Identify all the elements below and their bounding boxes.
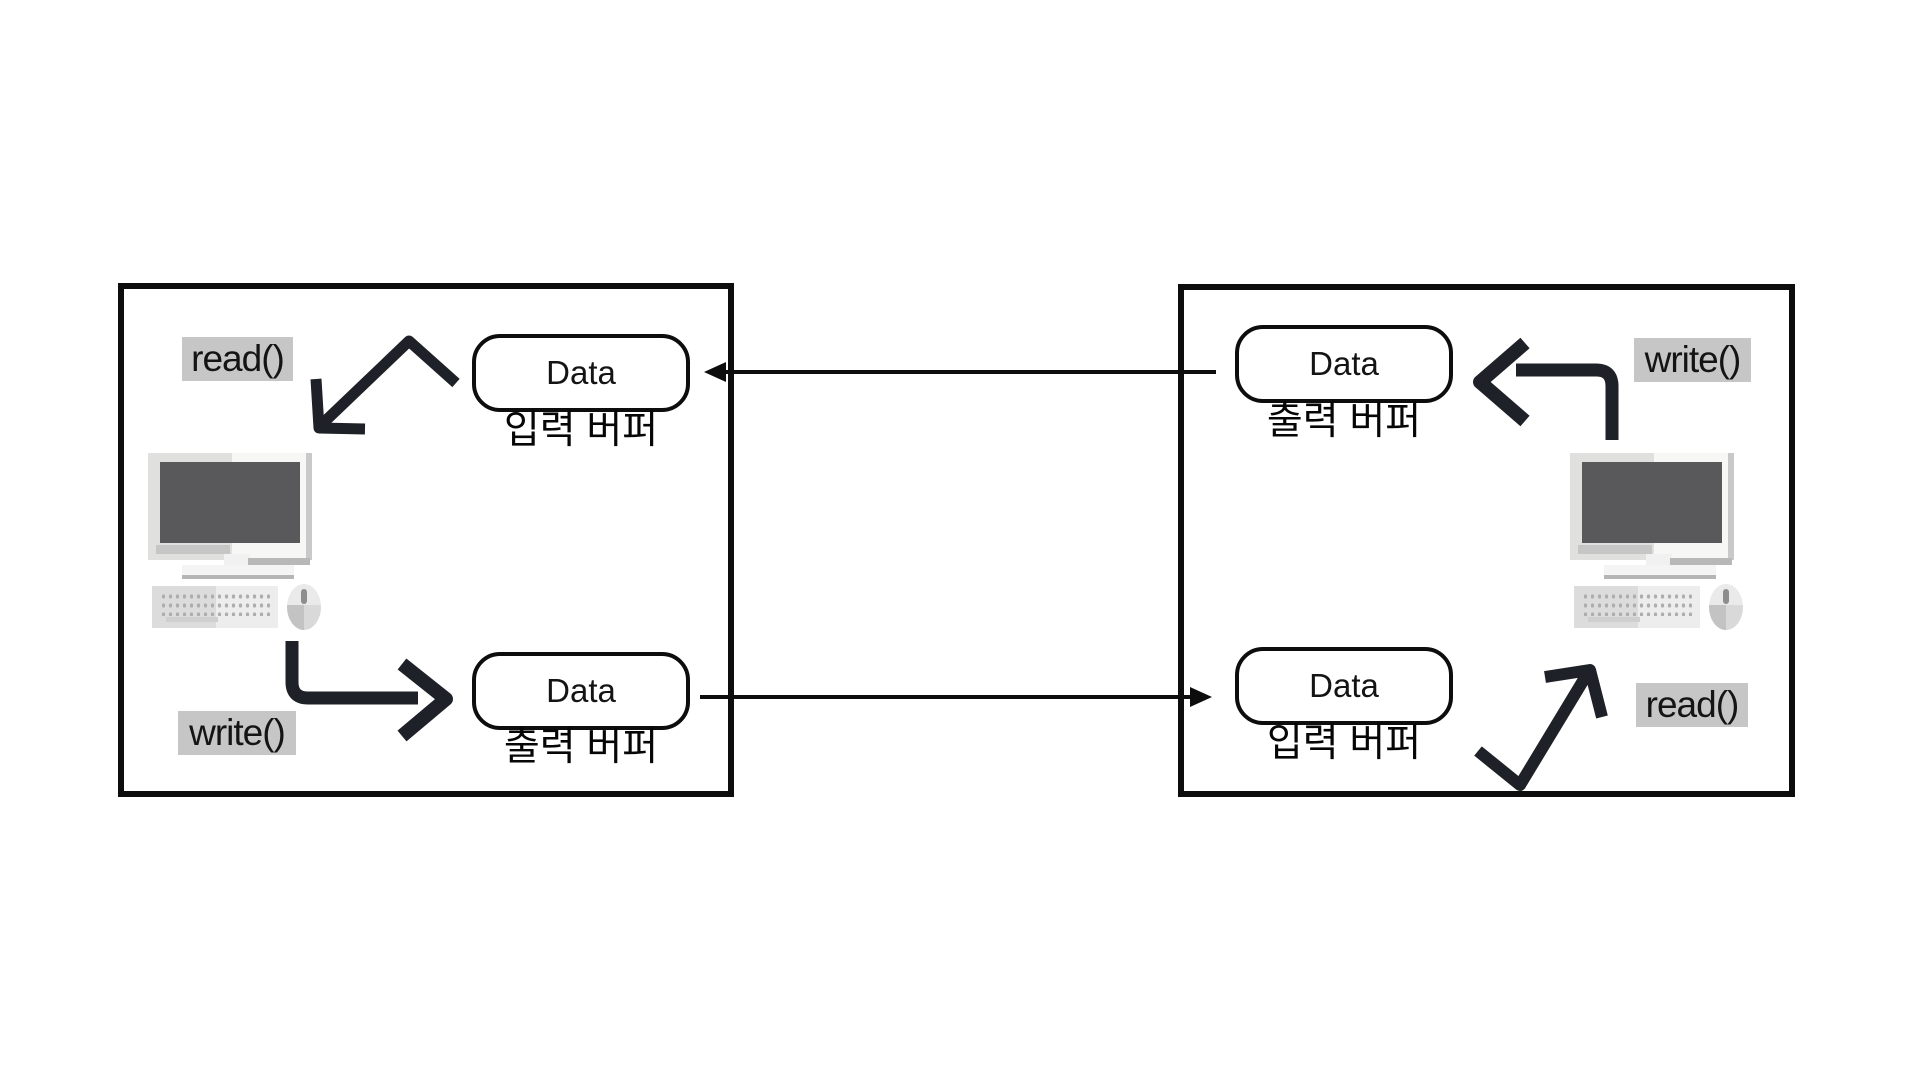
right-read-label: read() bbox=[1636, 683, 1748, 727]
left-input-buffer-caption: 입력 버퍼 bbox=[503, 409, 659, 452]
data-flow-arrow-left-to-right bbox=[700, 687, 1212, 707]
left-output-buffer-box: Data bbox=[472, 652, 690, 730]
keyboard-icon bbox=[152, 586, 278, 628]
right-write-label: write() bbox=[1634, 338, 1751, 382]
data-flow-arrow-right-to-left bbox=[704, 362, 1216, 382]
left-read-label: read() bbox=[182, 337, 293, 381]
mouse-icon bbox=[1709, 584, 1743, 630]
right-input-buffer-box: Data bbox=[1235, 647, 1453, 725]
left-write-label: write() bbox=[178, 711, 296, 755]
right-computer-icon bbox=[1570, 453, 1743, 631]
keyboard-icon bbox=[1574, 586, 1700, 628]
left-host-panel bbox=[118, 283, 734, 797]
left-output-buffer-caption: 출력 버퍼 bbox=[503, 726, 659, 769]
right-host-panel bbox=[1178, 284, 1795, 797]
monitor-icon bbox=[148, 453, 312, 579]
left-input-buffer-box: Data bbox=[472, 334, 690, 412]
right-output-buffer-box: Data bbox=[1235, 325, 1453, 403]
right-input-buffer-caption: 입력 버퍼 bbox=[1266, 722, 1422, 765]
left-computer-icon bbox=[148, 453, 321, 631]
right-output-buffer-caption: 출력 버퍼 bbox=[1266, 400, 1422, 443]
mouse-icon bbox=[287, 584, 321, 630]
monitor-icon bbox=[1570, 453, 1734, 579]
